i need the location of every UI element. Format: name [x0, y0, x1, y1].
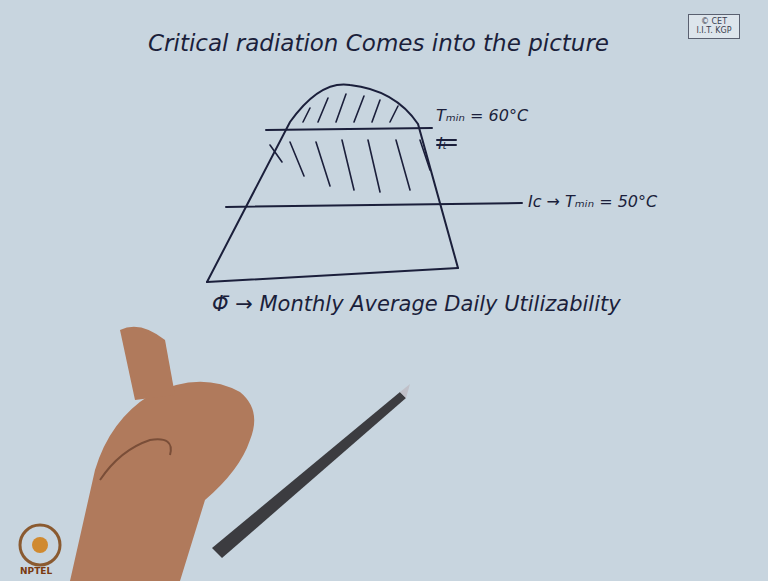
heading: Critical radiation Comes into the pictur…: [148, 30, 609, 56]
finger: [120, 327, 175, 400]
critical-radiation-label: Ic → Tₘᵢₙ = 50°C: [528, 192, 657, 211]
upper-level-line: [266, 128, 432, 130]
hand-and-pen: [70, 327, 410, 581]
pen: [212, 392, 406, 558]
logo-text: NPTEL: [20, 566, 52, 576]
copyright-stamp: © CET I.I.T. KGP: [688, 14, 740, 39]
temperature-label: Tₘᵢₙ = 60°C: [436, 106, 528, 125]
definition-note: Φ̄ → Monthly Average Daily Utilizability: [212, 292, 621, 316]
hatching: [270, 94, 430, 192]
pen-tip: [400, 384, 410, 398]
radiation-curve: [207, 84, 458, 282]
radiation-label: Iₜ: [438, 134, 447, 153]
stamp-text: © CET I.I.T. KGP: [692, 17, 736, 35]
finger-crease: [100, 439, 171, 480]
nptel-logo: [20, 525, 60, 565]
critical-level-line: [226, 203, 522, 207]
base-line: [207, 268, 458, 282]
